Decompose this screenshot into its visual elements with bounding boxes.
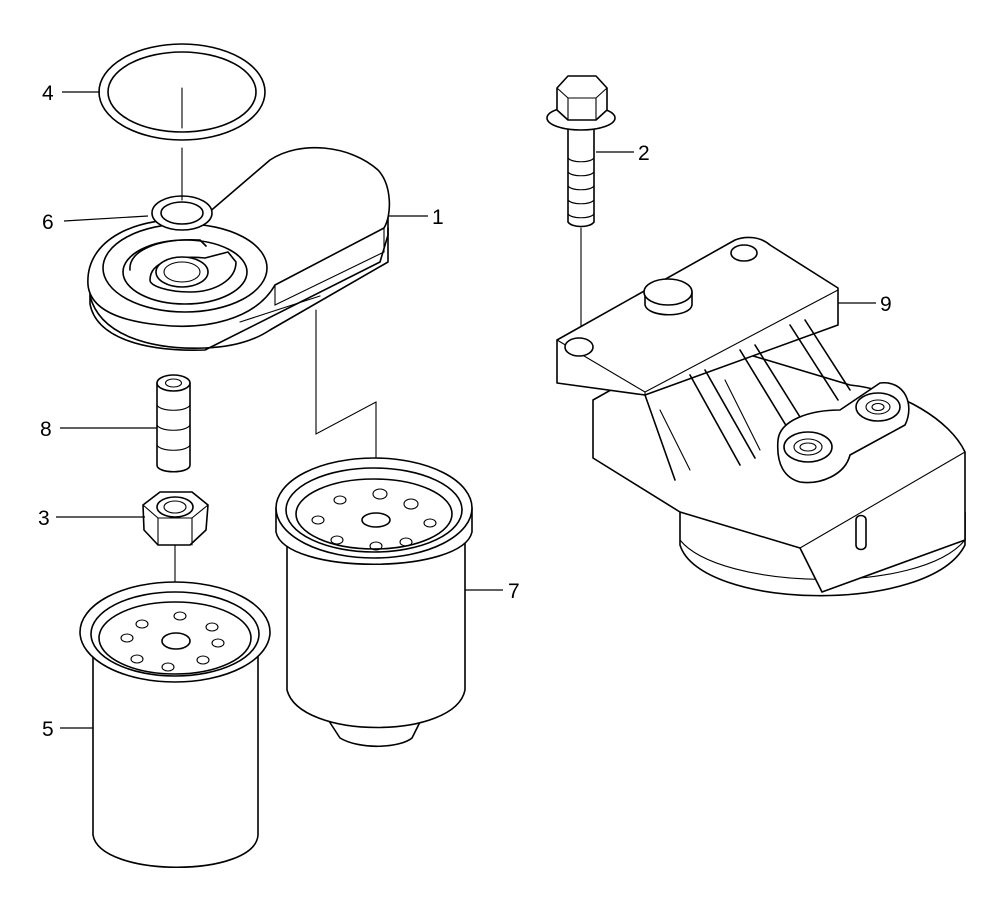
- part-mounting-bracket: [556, 236, 966, 597]
- part-seal-ring: [151, 195, 213, 231]
- callout-labels: 4 6 1 2 9 8 3 7 5: [38, 82, 892, 741]
- callout-8: 8: [40, 418, 52, 441]
- callout-9: 9: [880, 293, 892, 316]
- callout-5: 5: [42, 718, 54, 741]
- leader-lines: [56, 91, 876, 729]
- part-fuel-filter-5: [79, 581, 271, 869]
- callout-4: 4: [42, 82, 54, 105]
- part-sleeve: [156, 374, 191, 473]
- callout-1: 1: [432, 206, 444, 229]
- callout-7: 7: [508, 580, 520, 603]
- callout-6: 6: [42, 211, 54, 234]
- part-separator-filter-7: [275, 457, 473, 748]
- part-flange-bolt: [546, 75, 616, 228]
- callout-3: 3: [38, 507, 50, 530]
- callout-2: 2: [638, 142, 650, 165]
- part-filter-head: [87, 146, 391, 351]
- part-hex-nut: [142, 491, 209, 546]
